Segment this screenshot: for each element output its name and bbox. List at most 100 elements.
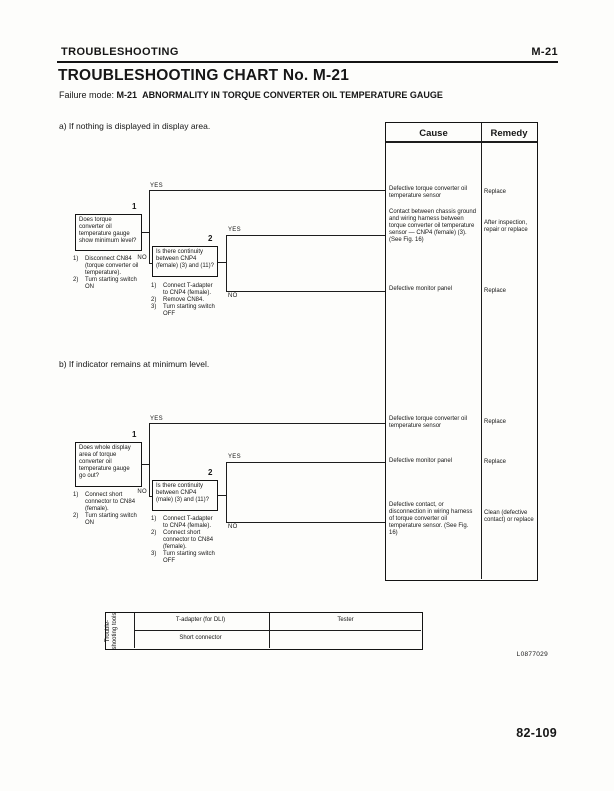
remedy-column-header: Remedy xyxy=(490,128,528,139)
flow-b-box1-number: 1 xyxy=(132,430,137,439)
remedy-a2: After inspection, repair or replace xyxy=(484,220,528,233)
step-item: 1) Connect short connector to CN84 (femal… xyxy=(73,492,143,513)
flow-b-box1-no-label: NO xyxy=(137,489,147,495)
flow-line-b1-branch xyxy=(149,423,150,497)
section-a-heading: a) If nothing is displayed in display ar… xyxy=(59,121,211,131)
remedy-b2: Replace xyxy=(484,459,507,465)
tools-row-divider xyxy=(134,630,421,631)
step-item: 3) Turn starting switch OFF xyxy=(151,551,221,565)
flow-a-box2-number: 2 xyxy=(208,234,213,243)
step-number: 1) xyxy=(73,256,79,262)
flow-a-box1-steps: 1) Disconnect CN84 (torque converter oil … xyxy=(73,256,143,291)
step-text: Turn starting switch OFF xyxy=(163,551,215,564)
step-item: 2) Turn starting switch ON xyxy=(73,277,143,291)
flow-b-box1-question: Does whole display area of torque conver… xyxy=(75,442,142,487)
header-rule xyxy=(57,61,558,63)
flow-a-box2-steps: 1) Connect T-adapter to CNP4 (female). 2)… xyxy=(151,283,221,318)
remedy-b1: Replace xyxy=(484,419,507,425)
flow-line-b1-no xyxy=(149,496,153,497)
cause-b3: Defective contact, or disconnection in w… xyxy=(389,502,473,536)
step-number: 1) xyxy=(151,283,157,289)
step-number: 3) xyxy=(151,304,157,310)
step-text: Connect T-adapter to CNP4 (female). xyxy=(163,516,213,529)
step-text: Turn starting switch ON xyxy=(85,277,137,290)
table-column-divider xyxy=(481,123,482,579)
flow-line-a2-branch xyxy=(226,235,227,292)
flow-b-box2-yes-label: YES xyxy=(228,454,241,460)
flow-b-box2-question: Is there continuity between CNP4 (male) … xyxy=(152,480,218,511)
step-number: 2) xyxy=(151,530,157,536)
section-b-heading: b) If indicator remains at minimum level… xyxy=(59,359,210,369)
cause-b2: Defective monitor panel xyxy=(389,458,453,464)
step-item: 2) Remove CN84. xyxy=(151,297,221,304)
cause-a3: Defective monitor panel xyxy=(389,286,453,292)
running-header-left: TROUBLESHOOTING xyxy=(61,46,179,58)
failure-mode-label: Failure mode: xyxy=(59,90,115,100)
flow-line-a2-yes xyxy=(226,235,385,236)
remedy-a1: Replace xyxy=(484,189,507,195)
flow-line-b2-branch xyxy=(226,462,227,523)
remedy-a3: Replace xyxy=(484,288,507,294)
flow-b-box2-steps: 1) Connect T-adapter to CNP4 (female). 2)… xyxy=(151,516,221,565)
step-text: Connect short connector to CN84 (female)… xyxy=(163,530,214,550)
step-item: 2) Turn starting switch ON xyxy=(73,513,143,527)
step-text: Connect T-adapter to CNP4 (female). xyxy=(163,283,213,296)
flow-line-a2-no xyxy=(226,291,385,292)
tool-name-2: Short connector xyxy=(179,635,222,641)
step-item: 2) Connect short connector to CN84 (femal… xyxy=(151,530,221,551)
tool-name-1: T-adapter (for DLI) xyxy=(175,617,226,623)
flow-a-box1-yes-label: YES xyxy=(150,183,163,189)
step-number: 2) xyxy=(73,513,79,519)
step-text: Turn starting switch OFF xyxy=(163,304,215,317)
figure-code: L0877029 xyxy=(516,651,548,658)
cause-b1: Defective torque converter oil temperatu… xyxy=(389,416,468,429)
step-text: Connect short connector to CN84 (female)… xyxy=(85,492,136,512)
step-number: 1) xyxy=(73,492,79,498)
flow-line-b2-yes xyxy=(226,462,385,463)
table-header-divider xyxy=(386,141,537,143)
tool-value-1: Tester xyxy=(337,617,354,623)
step-number: 2) xyxy=(151,297,157,303)
flow-line-a1-yes xyxy=(149,190,385,191)
flow-b-box1-steps: 1) Connect short connector to CN84 (femal… xyxy=(73,492,143,527)
page-title: TROUBLESHOOTING CHART No. M-21 xyxy=(58,67,350,84)
flow-b-box1-yes-label: YES xyxy=(150,416,163,422)
running-header-right: M-21 xyxy=(531,46,558,58)
step-item: 1) Connect T-adapter to CNP4 (female). xyxy=(151,283,221,297)
flow-line-a1-branch xyxy=(149,190,150,264)
cause-remedy-table: Cause Remedy xyxy=(385,122,538,581)
page-number: 82-109 xyxy=(516,726,557,740)
failure-mode-line: Failure mode: M-21 ABNORMALITY IN TORQUE… xyxy=(59,90,443,100)
flow-line-b1-stub xyxy=(142,464,150,465)
flow-b-box2-number: 2 xyxy=(208,468,213,477)
flow-line-a1-no xyxy=(149,263,153,264)
flow-a-box1-no-label: NO xyxy=(137,255,147,261)
cause-a2: Contact between chassis ground and wirin… xyxy=(389,209,477,243)
step-item: 1) Disconnect CN84 (torque converter oil … xyxy=(73,256,143,277)
failure-mode-text: ABNORMALITY IN TORQUE CONVERTER OIL TEMP… xyxy=(142,90,443,100)
flow-a-box2-no-label: NO xyxy=(228,293,238,299)
step-text: Turn starting switch ON xyxy=(85,513,137,526)
step-number: 1) xyxy=(151,516,157,522)
tools-table-row-label: Trouble-shooting tools xyxy=(105,612,118,650)
step-text: Disconnect CN84 (torque converter oil te… xyxy=(85,256,139,276)
step-number: 3) xyxy=(151,551,157,557)
step-number: 2) xyxy=(73,277,79,283)
step-text: Remove CN84. xyxy=(163,297,205,303)
flow-a-box2-question: Is there continuity between CNP4 (female… xyxy=(152,246,218,277)
flow-a-box1-number: 1 xyxy=(132,202,137,211)
failure-mode-code: M-21 xyxy=(116,90,138,100)
flow-line-b2-no xyxy=(226,522,385,523)
flow-b-box2-no-label: NO xyxy=(228,524,238,530)
step-item: 3) Turn starting switch OFF xyxy=(151,304,221,318)
remedy-b3: Clean (defective contact) or replace xyxy=(484,510,534,523)
cause-column-header: Cause xyxy=(419,128,448,139)
step-item: 1) Connect T-adapter to CNP4 (female). xyxy=(151,516,221,530)
flow-a-box2-yes-label: YES xyxy=(228,227,241,233)
flow-line-b1-yes xyxy=(149,423,385,424)
cause-a1: Defective torque converter oil temperatu… xyxy=(389,186,468,199)
tools-table xyxy=(105,612,423,650)
flow-line-a1-stub xyxy=(142,232,150,233)
flow-line-a2-stub xyxy=(218,262,227,263)
